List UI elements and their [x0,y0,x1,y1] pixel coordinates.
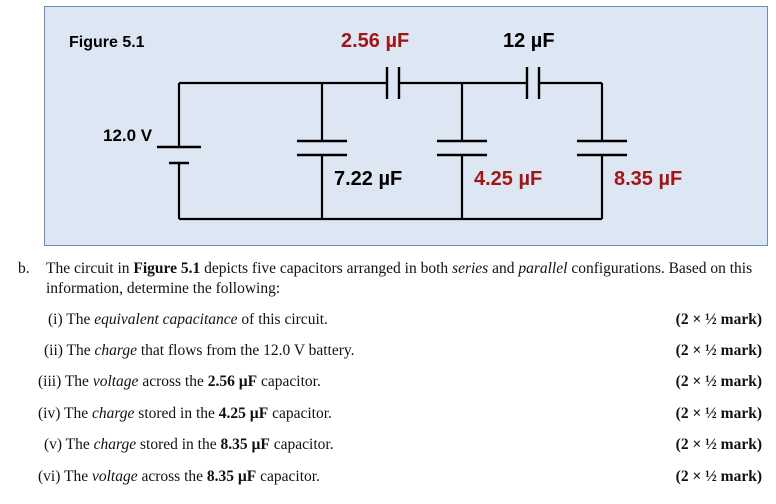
question-intro-run: The circuit in [46,260,134,277]
question-intro-run: depicts five capacitors arranged in both [200,260,453,277]
question-part-run: (v) The [44,436,94,453]
question-part-run: (iv) The [38,405,92,422]
question-intro-run: and [488,260,519,277]
question-intro: The circuit in Figure 5.1 depicts five c… [46,259,766,299]
question-part-text: (v) The charge stored in the 8.35 µF cap… [44,435,334,455]
battery-voltage-label: 12.0 V [103,126,153,145]
question-part-run: 8.35 µF [206,468,257,485]
question-part-run: 8.35 µF [220,436,270,453]
capacitor-12-label: 12 µF [503,30,555,52]
battery-symbol [157,145,201,165]
question-part-run: charge [93,436,137,453]
question-part-run: charge [91,405,135,422]
question-part-run: capacitor. [256,468,320,485]
question-part-run: capacitor. [268,405,332,422]
question-part-run: that flows from the 12.0 V battery. [136,342,355,359]
question-part-run: of this circuit. [237,311,328,328]
circuit-diagram: Figure 5.1 12.0 V 2.56 µF 12 µF 7.22 µF … [69,30,682,221]
question-part-run: voltage [91,468,138,485]
question-intro-run: parallel [518,260,568,277]
question-part-run: (ii) The [44,342,95,359]
question-part-run: (iii) The [38,373,93,390]
question-part-run: across the [138,373,208,390]
question-intro-run: series [452,260,489,277]
question-part-run: capacitor. [269,436,334,453]
question-intro-run: configurations. Based on this informatio… [46,260,753,297]
question-part-mark: (2 × ½ mark) [675,342,762,359]
capacitor-4-25-label: 4.25 µF [474,168,542,190]
question-part-text: (iii) The voltage across the 2.56 µF cap… [38,372,321,392]
question-part-run: (vi) The [38,468,92,485]
question-part-mark: (2 × ½ mark) [675,405,762,422]
capacitor-4-25-symbol [437,139,487,157]
question-part-run: 4.25 µF [218,405,269,422]
question-label: b. [18,260,30,277]
capacitor-2-56-symbol [385,67,401,99]
question-part-run: (i) The [48,311,95,328]
question-part-mark: (2 × ½ mark) [675,468,762,485]
figure-panel: Figure 5.1 12.0 V 2.56 µF 12 µF 7.22 µF … [44,6,768,246]
capacitor-12-symbol [525,67,541,99]
capacitor-8-35-symbol [577,139,627,157]
question-part-mark: (2 × ½ mark) [675,373,762,390]
question-part-text: (i) The equivalent capacitance of this c… [48,310,328,330]
question-part-run: across the [137,468,207,485]
capacitor-8-35-label: 8.35 µF [614,168,682,190]
question-part-text: (iv) The charge stored in the 4.25 µF ca… [38,404,332,424]
question-part-run: 2.56 µF [207,373,258,390]
question-part-run: stored in the [136,436,221,453]
capacitor-2-56-label: 2.56 µF [341,30,409,52]
capacitor-7-22-symbol [297,139,347,157]
question-part-mark: (2 × ½ mark) [675,436,762,453]
question-intro-run: Figure 5.1 [133,260,201,277]
question-part-text: (ii) The charge that flows from the 12.0… [44,341,355,361]
figure-label: Figure 5.1 [69,34,145,51]
question-part-run: charge [94,342,137,359]
question-part-run: voltage [92,373,139,390]
circuit-wires [177,81,604,221]
question-part-mark: (2 × ½ mark) [675,311,762,328]
question-part-run: capacitor. [257,373,321,390]
capacitor-7-22-label: 7.22 µF [334,168,402,190]
question-part-run: stored in the [134,405,219,422]
question-part-run: equivalent capacitance [94,311,238,328]
question-part-text: (vi) The voltage across the 8.35 µF capa… [38,467,320,487]
